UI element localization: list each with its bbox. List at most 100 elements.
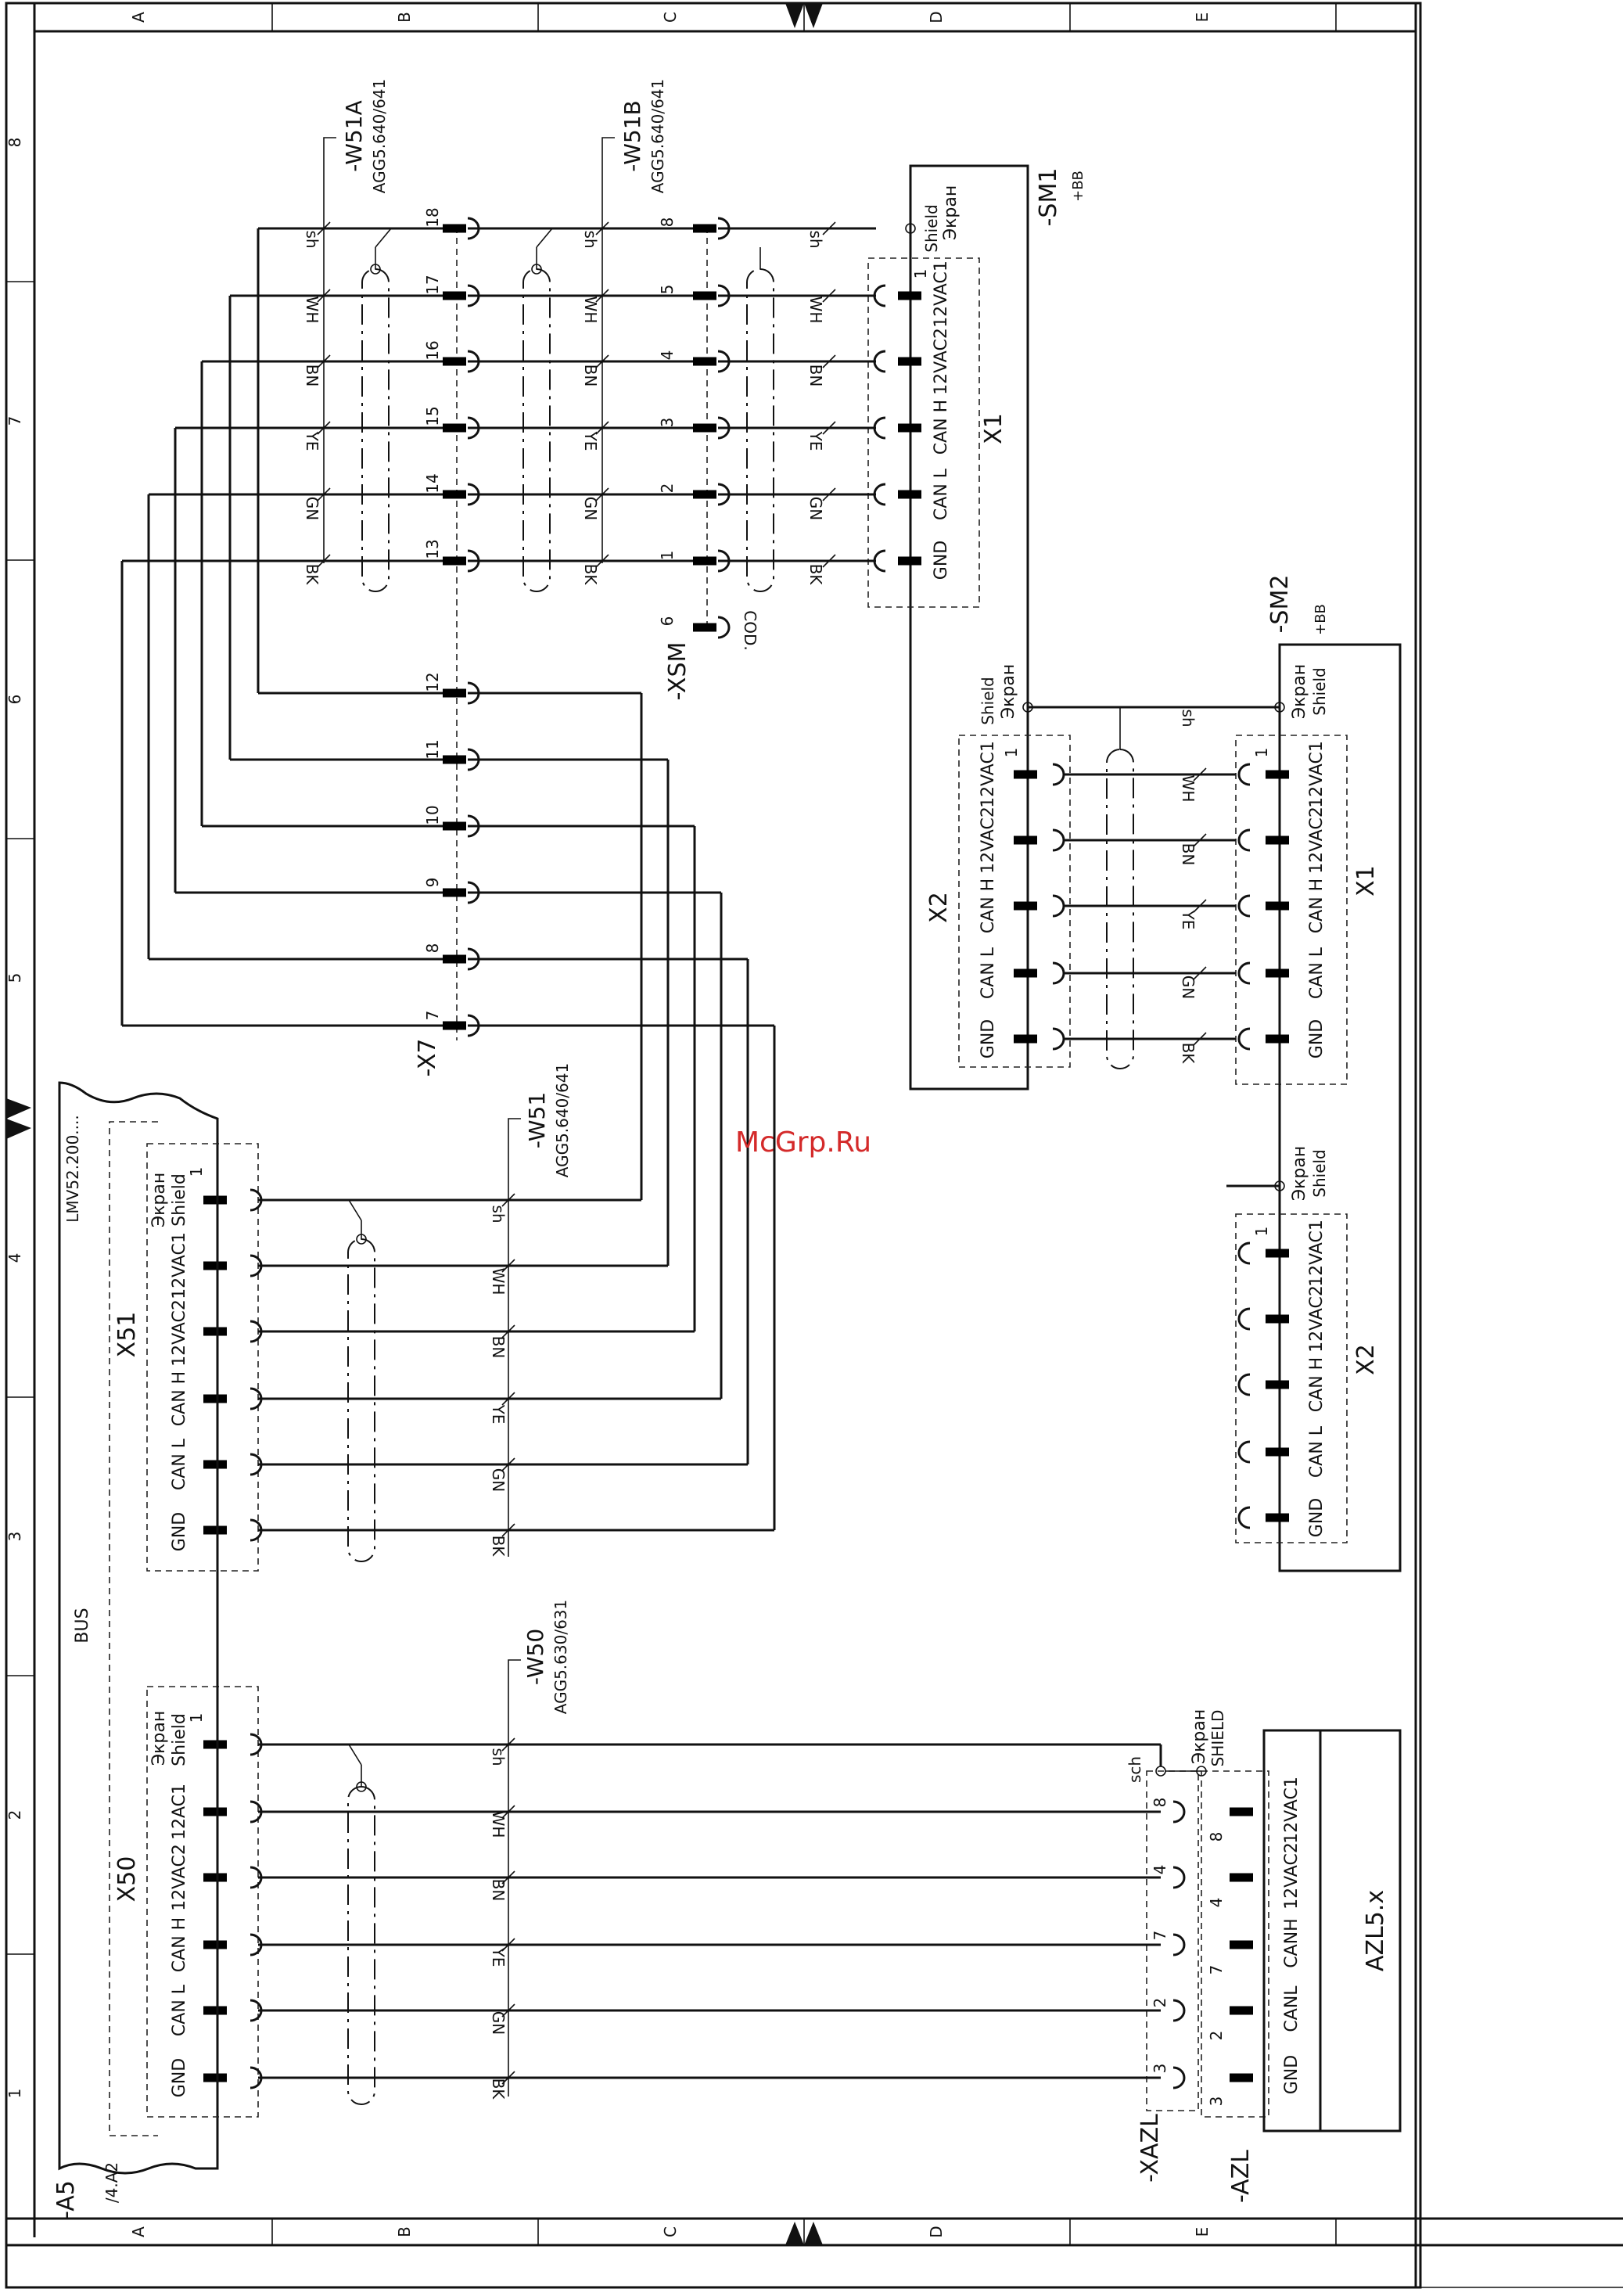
w50-tick	[501, 1870, 515, 1885]
xazl-socket	[1172, 1933, 1186, 1956]
x50-signal-shield: Shield	[170, 1713, 189, 1766]
azl-shield-ru: Экран	[1190, 1709, 1209, 1764]
w51a-color-bk: BK	[303, 564, 321, 586]
w50-tick	[501, 2071, 515, 2085]
w51a-tick	[317, 421, 331, 435]
x51-socket	[250, 1518, 263, 1542]
sm2-x2-socket	[1237, 1506, 1251, 1529]
xazl-term-7: 7	[1151, 1931, 1169, 1941]
sm1-color-wh: WH	[806, 296, 825, 324]
sm1-x2-shield-ru: Экран	[999, 664, 1018, 719]
row-number-5: 5	[5, 973, 24, 983]
col-letter-a-top: A	[129, 12, 148, 23]
sm1-color-bn: BN	[806, 365, 825, 387]
x50-signal-canh: CAN H	[170, 1917, 189, 1972]
cable-w51b	[601, 137, 615, 563]
col-letter-e-top: E	[1193, 13, 1212, 23]
sm2-x1-signal-12vac1: 12VAC1	[1307, 741, 1327, 808]
sm1-x1-signal-canh: CAN H	[932, 400, 951, 455]
a5-bus-label: BUS	[73, 1608, 92, 1643]
sm2-x2-socket	[1237, 1440, 1251, 1464]
w51-twisted-pair	[347, 1238, 375, 1562]
sm1-color-gn: GN	[806, 497, 825, 520]
sm2-x1-socket	[1237, 1027, 1251, 1051]
w51b-color-sh: sh	[581, 230, 600, 248]
w51-type: AGG5.640/641	[553, 1063, 572, 1178]
w51-tick	[501, 1193, 515, 1207]
sm2-x2-socket	[1237, 1241, 1251, 1265]
w51b-shield-drop	[536, 228, 553, 248]
sm1-x2-socket	[1052, 961, 1065, 985]
w51-tick	[501, 1392, 515, 1406]
xsm-term-2: 2	[658, 483, 677, 494]
sm1-tag: -SM1	[1035, 168, 1062, 227]
xazl-sch: sch	[1126, 1756, 1144, 1783]
sm1-x1-signal-canl: CAN L	[932, 468, 951, 520]
sm1-x2-label: X2	[925, 892, 953, 923]
w50-shield-dot	[356, 1781, 367, 1792]
azl-term-2: 2	[1207, 2031, 1226, 2041]
sm1-x1-socket	[873, 350, 886, 373]
sm2-x1-signal-canh: CAN H	[1307, 879, 1327, 933]
azl-signal-12vac2: 12VAC2	[1282, 1842, 1302, 1910]
w51b-tick	[595, 289, 609, 303]
w51b-color-bn: BN	[581, 365, 600, 387]
w50-color-ye: YE	[489, 1947, 508, 1967]
sm1-tick	[822, 289, 836, 303]
sm2-x2-socket	[1237, 1307, 1251, 1331]
w51b-tick	[595, 421, 609, 435]
sm2-x2-shield-en: Shield	[1310, 1149, 1329, 1197]
azl-term-7: 7	[1207, 1965, 1226, 1975]
sm2-tick	[1193, 899, 1207, 913]
sm1-shield-node	[905, 223, 916, 234]
sm2-color-bn: BN	[1179, 843, 1198, 866]
x51-label: X51	[113, 1312, 141, 1358]
sm2-x1-socket	[1237, 894, 1251, 918]
sm1-x2-socket	[1052, 828, 1065, 852]
w50-type: AGG5.630/631	[551, 1600, 570, 1715]
x7-term-11: 11	[423, 739, 442, 759]
a5-unit-outline	[58, 1081, 219, 2175]
sm2-x1-socket	[1237, 828, 1251, 852]
x7-term-14: 14	[423, 473, 442, 493]
x7-tag: -X7	[414, 1039, 441, 1077]
w51a-tick	[317, 354, 331, 368]
x7-term-7: 7	[423, 1011, 442, 1021]
x51-socket	[250, 1320, 263, 1343]
w51a-tick	[317, 554, 331, 568]
sm1-tick	[822, 221, 836, 235]
sm1-color-ye: YE	[806, 431, 825, 451]
azl-signal-canl: CANL	[1282, 1985, 1302, 2032]
sm2-tick	[1193, 1032, 1207, 1046]
x51-connector	[146, 1143, 259, 1572]
w51-shield-dot	[356, 1234, 367, 1245]
sm2-x2-pin1: 1	[1252, 1227, 1271, 1237]
w51-shield-drop	[348, 1199, 362, 1221]
w51a-color-sh: sh	[303, 230, 321, 248]
sm1-x2-shield-node	[1022, 702, 1033, 713]
w51a-shield-dot	[370, 264, 381, 275]
xsm-term-4: 4	[658, 350, 677, 361]
sm2-x2-signal-canl: CAN L	[1307, 1425, 1327, 1478]
sm2-x2-signal-gnd: GND	[1307, 1498, 1327, 1537]
xazl-socket	[1172, 1800, 1186, 1824]
x51-pin1: 1	[187, 1167, 206, 1177]
watermark: McGrp.Ru	[735, 1126, 872, 1159]
row-number-2: 2	[5, 1810, 24, 1820]
azl-shield-en: SHIELD	[1208, 1710, 1227, 1767]
sm2-shield-ru: Экран	[1290, 664, 1309, 719]
x50-signal-12ac1: 12AC1	[170, 1784, 189, 1840]
w51-tick	[501, 1324, 515, 1338]
sm2-x2-socket	[1237, 1373, 1251, 1396]
sm1-x1-signal-12vac1: 12VAC1	[932, 261, 951, 328]
sm1-x1-pin1: 1	[911, 269, 930, 279]
a5-model: LMV52.200....	[63, 1115, 82, 1223]
x50-signal-canl: CAN L	[170, 1984, 189, 2036]
sm2-color-bk: BK	[1179, 1043, 1198, 1065]
xazl-socket	[1172, 1999, 1186, 2022]
col-letter-c-bottom: C	[661, 2226, 680, 2237]
azl-term-3: 3	[1207, 2097, 1226, 2107]
w50-tick	[501, 1805, 515, 1819]
xsm-term-6: 6	[658, 616, 677, 627]
sm1-shield-en: Shield	[922, 204, 941, 252]
